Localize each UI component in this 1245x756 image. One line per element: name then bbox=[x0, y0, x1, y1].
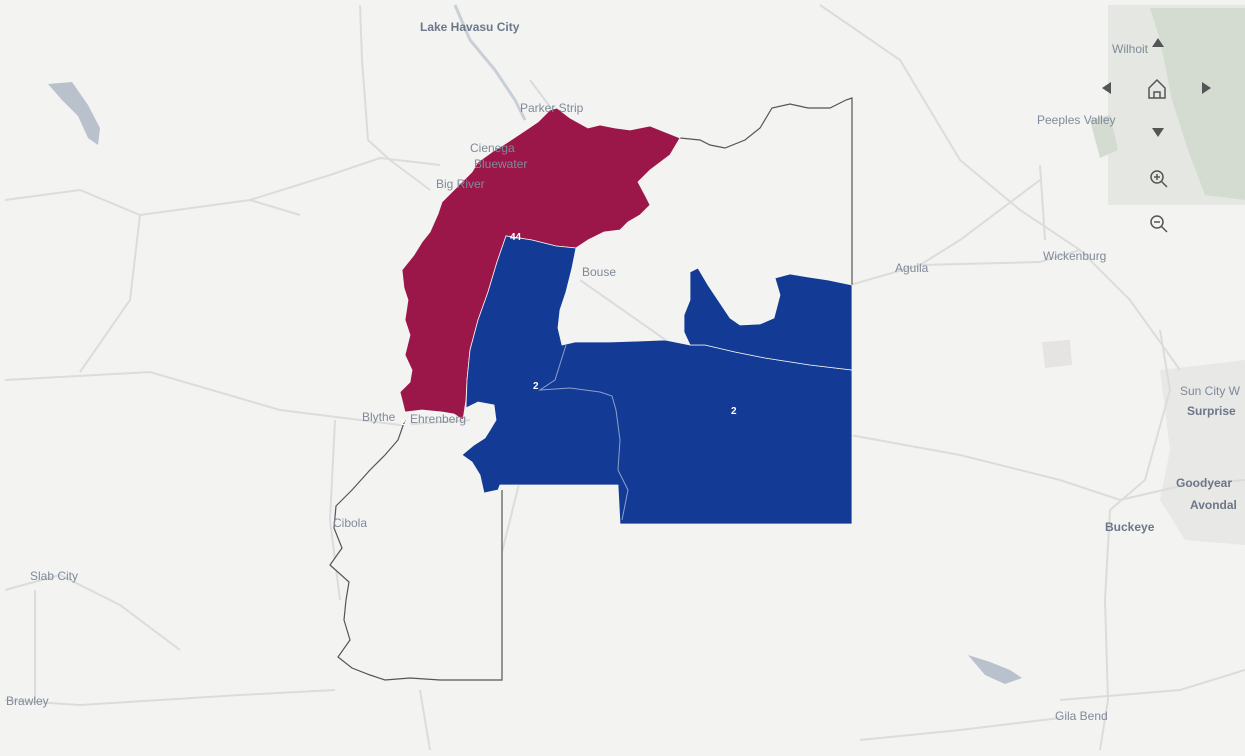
place-label-parker-strip: Parker Strip bbox=[520, 101, 584, 115]
river-colorado bbox=[453, 4, 527, 121]
place-label-brawley: Brawley bbox=[6, 694, 49, 708]
district-blue-east[interactable] bbox=[683, 267, 853, 371]
zoom-in-button[interactable] bbox=[1146, 166, 1172, 192]
urban-area-phoenix-west bbox=[1160, 360, 1245, 545]
place-label-avondale: Avondal bbox=[1190, 498, 1237, 512]
triangle-down-icon bbox=[1152, 128, 1164, 137]
district-label-ehrenberg: 2 bbox=[401, 418, 406, 427]
place-label-cienega: Cienega bbox=[470, 141, 515, 155]
district-label-north: 44 bbox=[510, 232, 522, 243]
lake-water-se bbox=[968, 655, 1022, 684]
place-label-big-river: Big River bbox=[436, 177, 485, 191]
place-label-lake-havasu-city: Lake Havasu City bbox=[420, 20, 520, 34]
place-label-bluewater: Bluewater bbox=[474, 157, 527, 171]
district-boundary-line bbox=[538, 344, 629, 521]
triangle-left-icon bbox=[1102, 82, 1111, 94]
urban-area-small bbox=[1042, 340, 1072, 368]
road-network bbox=[4, 4, 1245, 751]
pan-right-button[interactable] bbox=[1196, 78, 1218, 100]
place-label-blythe: Blythe bbox=[362, 410, 396, 424]
forest-patch bbox=[1090, 115, 1118, 158]
place-label-goodyear: Goodyear bbox=[1176, 476, 1232, 490]
zoom-out-button[interactable] bbox=[1146, 211, 1172, 237]
place-label-wilhoit: Wilhoit bbox=[1112, 42, 1149, 56]
place-label-wickenburg: Wickenburg bbox=[1043, 249, 1106, 263]
home-icon bbox=[1148, 78, 1166, 99]
map-navigation-controls bbox=[1096, 32, 1218, 237]
pan-left-button[interactable] bbox=[1096, 78, 1118, 100]
pan-up-button[interactable] bbox=[1146, 32, 1170, 52]
place-label-cibola: Cibola bbox=[333, 516, 367, 530]
place-label-bouse: Bouse bbox=[582, 265, 616, 279]
place-label-surprise: Surprise bbox=[1187, 404, 1236, 418]
district-label-east: 2 bbox=[731, 406, 737, 417]
zoom-out-icon bbox=[1150, 215, 1168, 233]
place-label-sun-city-west: Sun City W bbox=[1180, 384, 1241, 398]
pan-down-button[interactable] bbox=[1146, 122, 1170, 142]
district-label-central: 2 bbox=[533, 381, 539, 392]
place-label-buckeye: Buckeye bbox=[1105, 520, 1155, 534]
county-outline-south bbox=[329, 419, 503, 681]
triangle-right-icon bbox=[1202, 82, 1211, 94]
zoom-in-icon bbox=[1150, 170, 1168, 188]
lake-water-nw bbox=[48, 82, 100, 145]
place-label-aguila: Aguila bbox=[895, 261, 929, 275]
home-button[interactable] bbox=[1145, 76, 1171, 102]
forest-area bbox=[1150, 8, 1245, 200]
district-blue-central[interactable] bbox=[461, 235, 853, 525]
place-label-gila-bend: Gila Bend bbox=[1055, 709, 1108, 723]
place-label-peeples-valley: Peeples Valley bbox=[1037, 113, 1116, 127]
county-outline-northeast bbox=[679, 97, 853, 285]
place-label-slab-city: Slab City bbox=[30, 569, 78, 583]
triangle-up-icon bbox=[1152, 38, 1164, 47]
place-label-ehrenberg: Ehrenberg bbox=[410, 412, 466, 426]
